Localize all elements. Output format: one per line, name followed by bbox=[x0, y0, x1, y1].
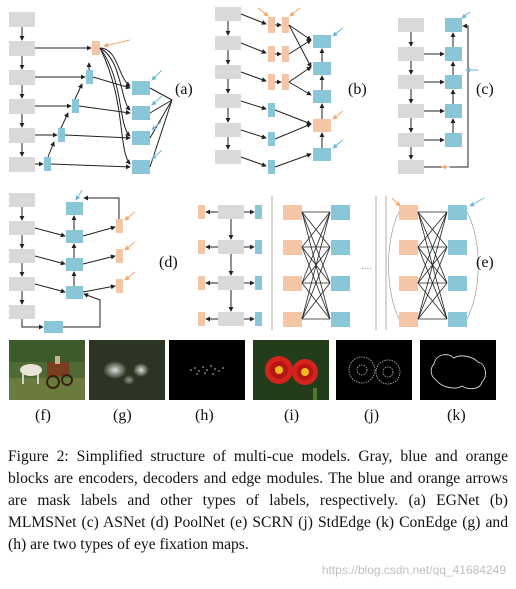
encoder-column-b bbox=[215, 7, 241, 164]
panel-label-a: (a) bbox=[175, 81, 193, 98]
flower-contour-map bbox=[420, 340, 496, 400]
fixation-map-dots bbox=[169, 340, 245, 400]
panel-label-h: (h) bbox=[195, 407, 214, 424]
panel-label-e: (e) bbox=[476, 254, 494, 271]
diagram-d bbox=[9, 189, 136, 333]
side-blocks-b bbox=[240, 100, 275, 174]
fixation-map-blur bbox=[89, 340, 165, 400]
panel-label-f: (f) bbox=[35, 407, 51, 424]
figure-diagrams: .... bbox=[9, 7, 485, 333]
side-blocks-a bbox=[35, 62, 93, 171]
encoder-column-a bbox=[9, 12, 35, 172]
diagram-e: .... bbox=[198, 196, 485, 330]
watermark: https://blog.csdn.net/qq_41684249 bbox=[321, 563, 506, 577]
encoder-column-e bbox=[198, 205, 262, 326]
panel-label-b: (b) bbox=[348, 81, 367, 98]
figure-caption: Figure 2: Simplified structure of multi-… bbox=[8, 448, 508, 553]
edge-modules-b bbox=[240, 7, 301, 90]
panel-label-j: (j) bbox=[364, 407, 380, 424]
diagram-b bbox=[215, 7, 344, 174]
panel-label-d: (d) bbox=[159, 254, 178, 271]
photo-red-flowers bbox=[253, 340, 329, 400]
crossing-block-1 bbox=[283, 205, 350, 327]
diagram-c bbox=[398, 11, 478, 174]
panel-label-g: (g) bbox=[113, 407, 132, 424]
decoder-column-b bbox=[274, 24, 344, 168]
panel-label-c: (c) bbox=[476, 81, 494, 98]
ellipsis-text: .... bbox=[361, 261, 372, 272]
crossing-block-2 bbox=[388, 197, 485, 327]
flower-edge-map bbox=[336, 340, 412, 400]
photo-horse-carriage bbox=[9, 340, 85, 400]
diagram-a bbox=[9, 12, 173, 174]
panel-label-i: (i) bbox=[284, 407, 300, 424]
panel-label-k: (k) bbox=[447, 407, 466, 424]
edge-module-a bbox=[35, 39, 131, 55]
decoder-column-a bbox=[50, 47, 173, 174]
